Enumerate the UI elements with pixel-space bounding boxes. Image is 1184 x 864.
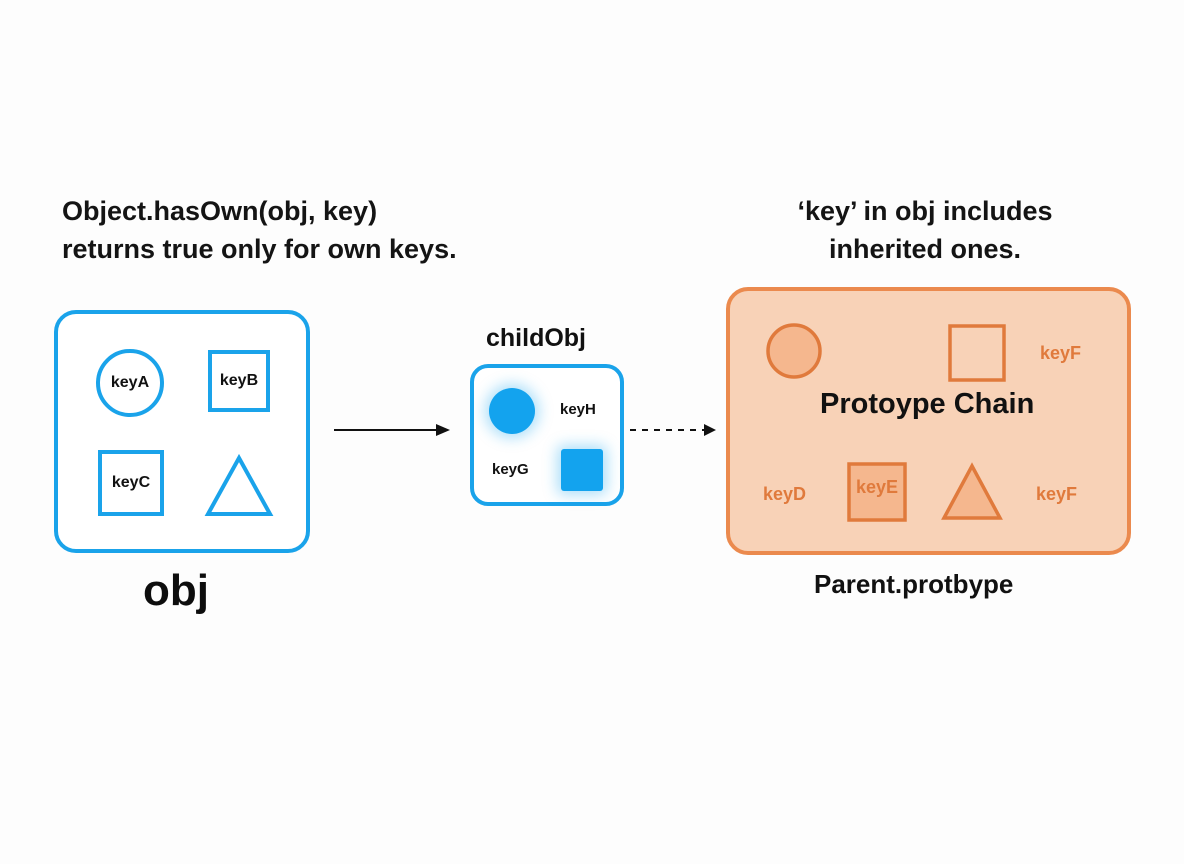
key-f-bottom-label: keyF [1036, 484, 1078, 504]
key-a-shape: keyA [96, 349, 164, 417]
key-g-label: keyG [492, 461, 529, 478]
key-b-label: keyB [219, 372, 259, 389]
proto-square-icon [948, 324, 1006, 382]
proto-square-icon [847, 462, 907, 522]
own-keys-caption-line1: Object.hasOwn(obj, key) [62, 196, 378, 226]
prototype-chain-box: keyF Protoype Chain keyD keyE keyF [726, 287, 1131, 555]
triangle-icon [204, 453, 274, 516]
dashed-arrow-icon [630, 424, 716, 436]
proto-triangle-icon [940, 462, 1004, 522]
key-d-label: keyD [763, 484, 807, 504]
child-obj-box: keyH keyG [470, 364, 624, 506]
key-c-label: keyC [111, 474, 151, 491]
inherited-keys-caption: ‘key’ in obj includes inherited ones. [700, 192, 1150, 268]
obj-box: keyA keyB keyC [54, 310, 310, 553]
key-b-shape: keyB [208, 350, 270, 412]
key-h-label: keyH [560, 401, 596, 418]
triangle-shape [204, 453, 274, 518]
child-obj-label: childObj [486, 324, 586, 352]
key-e-shape: keyE [847, 462, 907, 522]
inherited-keys-caption-line1: ‘key’ in obj includes [797, 196, 1053, 226]
key-e-label: keyE [855, 476, 899, 497]
own-keys-caption-line2: returns true only for own keys. [62, 234, 457, 264]
prototype-chain-title: Protoype Chain [820, 388, 1035, 420]
proto-circle-icon [766, 323, 822, 379]
key-c-shape: keyC [98, 450, 164, 516]
square-icon [208, 350, 270, 412]
square-icon [98, 450, 164, 516]
inherited-keys-caption-line2: inherited ones. [828, 234, 1022, 264]
circle-icon [96, 349, 164, 417]
filled-square-icon [561, 449, 603, 491]
obj-label: obj [143, 566, 209, 615]
parent-prototype-label: Parent.protbype [814, 569, 1014, 599]
filled-circle-icon [489, 388, 535, 434]
arrow-right-icon [334, 424, 450, 436]
key-f-top-label: keyF [1040, 343, 1082, 363]
own-keys-caption: Object.hasOwn(obj, key) returns true onl… [62, 192, 582, 268]
key-a-label: keyA [110, 374, 150, 391]
